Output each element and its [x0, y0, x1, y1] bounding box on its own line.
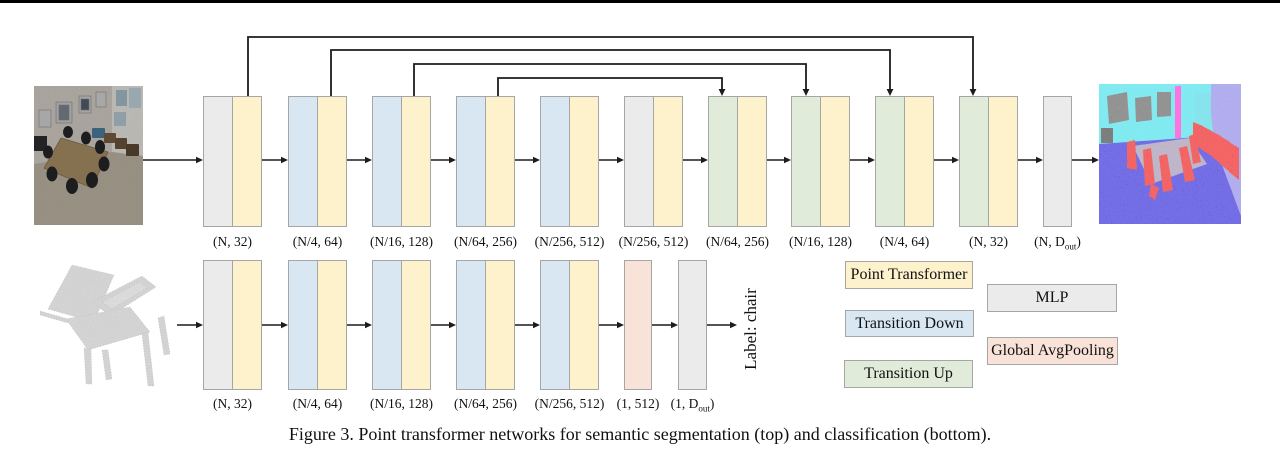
segmentation-block-3	[372, 96, 431, 227]
global-avgpooling-column	[624, 260, 652, 390]
classification-block-1	[203, 260, 262, 390]
segmentation-output-image	[1099, 84, 1241, 224]
segmentation-block-1	[203, 96, 262, 227]
point-transformer-column	[402, 260, 431, 390]
segmentation-block-label-8: (N/16, 128)	[789, 234, 852, 249]
segmentation-block-11	[1043, 96, 1072, 227]
segmentation-block-label-4: (N/64, 256)	[454, 234, 517, 249]
point-transformer-column	[570, 260, 599, 390]
mlp-column	[678, 260, 707, 390]
block-label-part: )	[709, 396, 715, 411]
classification-block-3	[372, 260, 431, 390]
point-transformer-column	[821, 96, 850, 227]
segmentation-block-label-9: (N/4, 64)	[879, 234, 930, 249]
transition-up-column	[875, 96, 905, 227]
segmentation-block-8	[791, 96, 850, 227]
classification-block-label-4: (N/64, 256)	[454, 396, 517, 411]
point-transformer-column	[486, 260, 515, 390]
transition-down-column	[372, 260, 402, 390]
classification-block-label-6: (1, 512)	[616, 396, 660, 411]
point-transformer-column	[570, 96, 599, 227]
point-transformer-column	[402, 96, 431, 227]
segmentation-block-label-1: (N, 32)	[213, 234, 252, 249]
point-transformer-column	[318, 260, 347, 390]
transition-down-column	[372, 96, 402, 227]
classification-block-7	[678, 260, 707, 390]
mlp-column	[624, 96, 654, 227]
classification-block-label-7: (1, Dout)	[633, 396, 753, 414]
legend-item-transition-down: Transition Down	[845, 310, 974, 337]
transition-up-column	[959, 96, 989, 227]
classification-block-6	[624, 260, 652, 390]
block-label-part: out	[698, 403, 710, 414]
legend-item-point-transformer: Point Transformer	[845, 261, 973, 289]
point-transformer-column	[654, 96, 683, 227]
chair-pointcloud-image	[40, 264, 171, 387]
segmentation-block-6	[624, 96, 683, 227]
transition-down-column	[456, 96, 486, 227]
classification-block-5	[540, 260, 599, 390]
classification-block-label-1: (N, 32)	[213, 396, 252, 411]
segmentation-block-5	[540, 96, 599, 227]
transition-down-column	[540, 260, 570, 390]
point-transformer-column	[233, 260, 262, 390]
segmentation-block-9	[875, 96, 934, 227]
transition-up-column	[708, 96, 738, 227]
point-transformer-column	[486, 96, 515, 227]
point-transformer-column	[318, 96, 347, 227]
segmentation-block-2	[288, 96, 347, 227]
segmentation-block-label-2: (N/4, 64)	[292, 234, 343, 249]
legend-item-mlp: MLP	[987, 284, 1117, 312]
transition-down-column	[456, 260, 486, 390]
mlp-column	[203, 96, 233, 227]
segmentation-block-label-3: (N/16, 128)	[370, 234, 433, 249]
segmentation-block-label-6: (N/256, 512)	[618, 234, 689, 249]
block-label-part: (1, D	[670, 396, 699, 411]
legend-item-transition-up: Transition Up	[844, 360, 973, 388]
classification-block-2	[288, 260, 347, 390]
transition-down-column	[288, 96, 318, 227]
segmentation-block-label-5: (N/256, 512)	[534, 234, 605, 249]
mlp-column	[203, 260, 233, 390]
block-label-part: )	[1076, 234, 1081, 249]
segmentation-block-7	[708, 96, 767, 227]
block-label-part: (N, D	[1034, 234, 1065, 249]
input-pointcloud-image	[34, 86, 143, 225]
segmentation-block-4	[456, 96, 515, 227]
figure-caption: Figure 3. Point transformer networks for…	[288, 424, 992, 444]
legend-item-global-avgpooling: Global AvgPooling	[987, 337, 1118, 365]
point-transformer-column	[989, 96, 1018, 227]
page-top-rule	[0, 0, 1280, 3]
segmentation-block-10	[959, 96, 1018, 227]
transition-down-column	[288, 260, 318, 390]
classification-block-label-2: (N/4, 64)	[292, 396, 343, 411]
block-label-part: out	[1064, 241, 1077, 252]
point-transformer-column	[738, 96, 767, 227]
segmentation-block-label-7: (N/64, 256)	[706, 234, 769, 249]
point-transformer-column	[233, 96, 262, 227]
transition-up-column	[791, 96, 821, 227]
point-transformer-column	[905, 96, 934, 227]
segmentation-block-label-10: (N, 32)	[969, 234, 1008, 249]
classification-block-label-5: (N/256, 512)	[534, 396, 605, 411]
mlp-column	[1043, 96, 1072, 227]
classification-output-label: Label: chair	[741, 288, 760, 370]
transition-down-column	[540, 96, 570, 227]
classification-block-label-3: (N/16, 128)	[370, 396, 433, 411]
classification-block-4	[456, 260, 515, 390]
segmentation-block-label-11: (N, Dout)	[998, 234, 1118, 252]
